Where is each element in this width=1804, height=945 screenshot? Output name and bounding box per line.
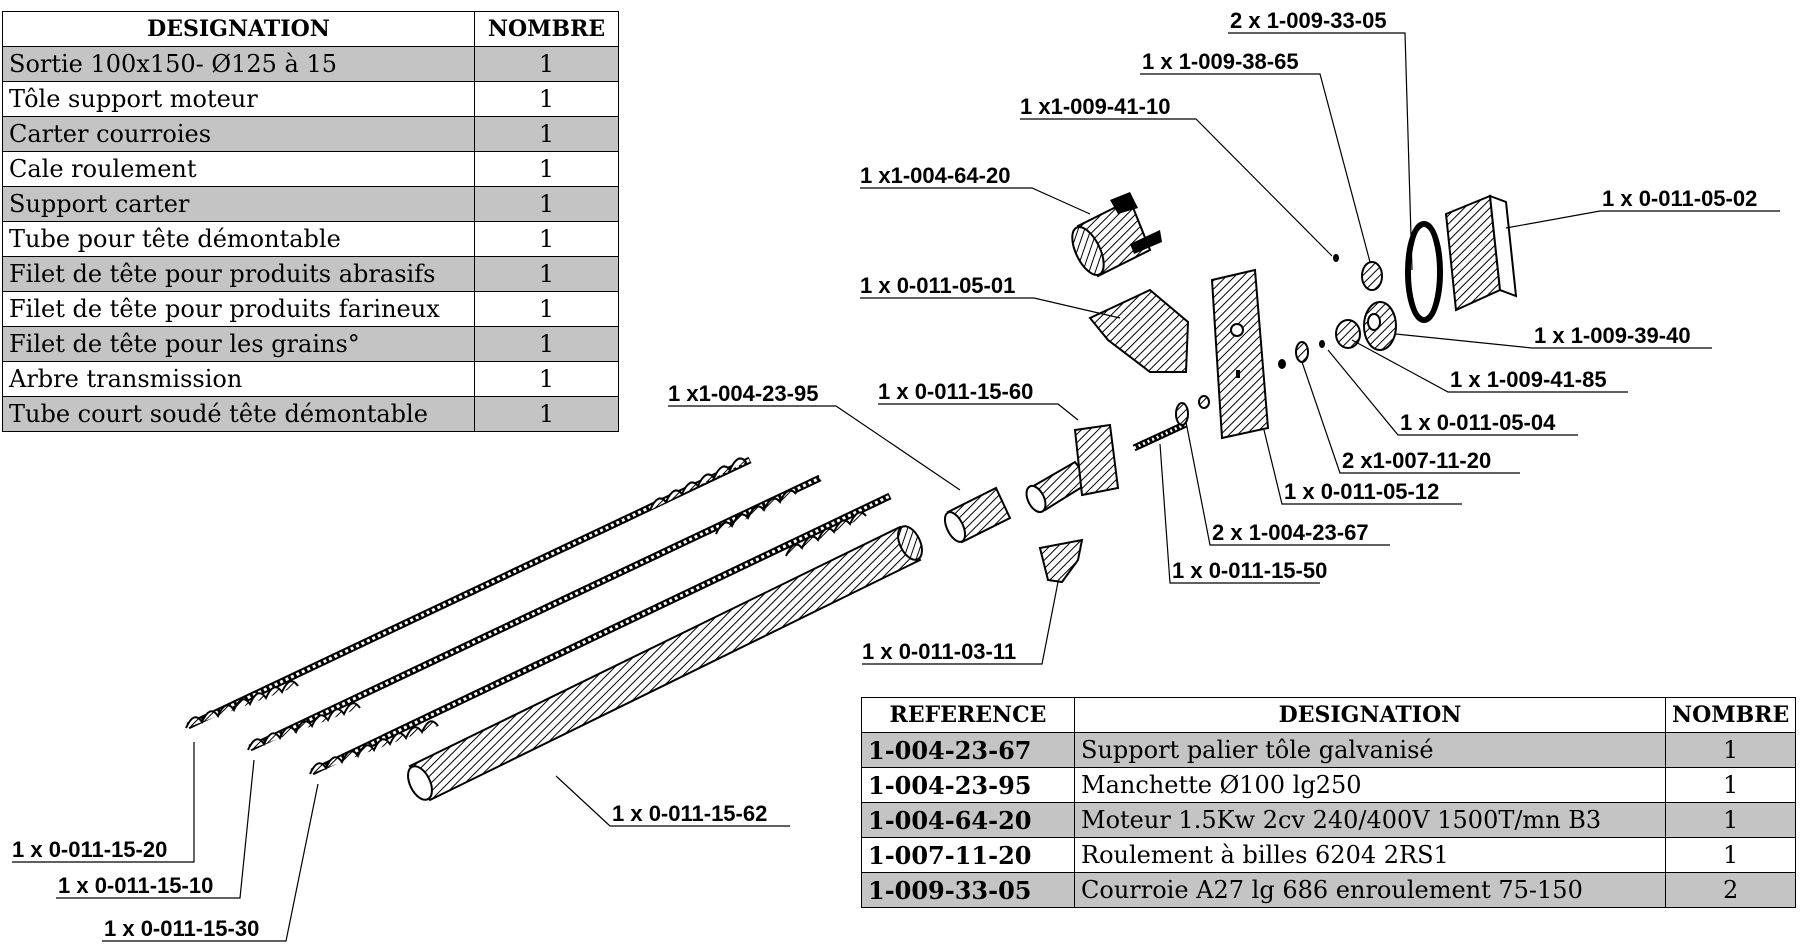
row-count: 1 <box>474 116 619 152</box>
row-designation: Arbre transmission <box>2 361 475 397</box>
callout-screw-1: 1 x 0-011-15-20 <box>12 837 167 862</box>
header-designation: DESIGNATION <box>1074 697 1666 733</box>
callout-screw-2: 1 x 0-011-15-10 <box>58 873 213 898</box>
header-reference: REFERENCE <box>861 697 1075 733</box>
outlet-part <box>1025 423 1120 514</box>
row-reference: 1-007-11-20 <box>861 837 1075 873</box>
leader-lines <box>12 32 1780 942</box>
row-designation: Support carter <box>2 186 475 222</box>
callout-shaft: 1 x 0-011-15-50 <box>1172 558 1327 583</box>
row-designation: Tube pour tête démontable <box>2 221 475 257</box>
row-designation: Support palier tôle galvanisé <box>1074 732 1666 768</box>
row-reference: 1-004-23-67 <box>861 732 1075 768</box>
callout-long-tube: 1 x 0-011-15-62 <box>612 801 767 826</box>
callout-motor: 1 x1-004-64-20 <box>860 163 1010 188</box>
row-count: 1 <box>474 221 619 257</box>
row-designation: Filet de tête pour produits abrasifs <box>2 256 475 292</box>
pulleys <box>1333 254 1397 351</box>
screw-conveyor-1 <box>185 456 752 730</box>
row-designation: Sortie 100x150- Ø125 à 15 <box>2 46 475 82</box>
callout-bearing-supports: 2 x 1-004-23-67 <box>1212 520 1369 545</box>
long-tube <box>407 525 923 802</box>
callout-bracket: 1 x 0-011-05-01 <box>860 273 1015 298</box>
row-reference: 1-004-23-95 <box>861 767 1075 803</box>
motor-plate <box>1210 268 1270 440</box>
callout-sleeve: 1 x1-004-23-95 <box>668 381 818 406</box>
belt-guard <box>1444 194 1518 312</box>
screw-conveyor-2 <box>247 474 822 752</box>
parts-table: DESIGNATION NOMBRE Sortie 100x150- Ø125 … <box>2 11 619 432</box>
callout-pulley-small: 1 x 1-009-38-65 <box>1142 49 1299 74</box>
washers <box>1175 340 1325 426</box>
header-count: NOMBRE <box>474 11 619 47</box>
row-count: 1 <box>474 81 619 117</box>
reference-table-header: REFERENCE DESIGNATION NOMBRE <box>861 697 1797 733</box>
row-count: 1 <box>474 186 619 222</box>
callout-belt: 2 x 1-009-33-05 <box>1230 8 1387 33</box>
row-count: 1 <box>1664 802 1797 838</box>
row-count: 1 <box>1664 837 1797 873</box>
row-designation: Carter courroies <box>2 116 475 152</box>
screw-conveyor-3 <box>309 492 892 776</box>
header-count: NOMBRE <box>1664 697 1797 733</box>
callout-bearings: 2 x1-007-11-20 <box>1342 448 1491 473</box>
callout-cone-part: 1 x 0-011-03-11 <box>862 639 1016 664</box>
row-designation: Cale roulement <box>2 151 475 187</box>
row-count: 1 <box>474 326 619 362</box>
row-designation: Courroie A27 lg 686 enroulement 75-150 <box>1074 872 1666 908</box>
motor <box>1071 192 1162 278</box>
row-reference: 1-009-33-05 <box>861 872 1075 908</box>
header-designation: DESIGNATION <box>2 11 475 47</box>
row-designation: Tube court soudé tête démontable <box>2 396 475 432</box>
callout-bearing-shim: 1 x 0-011-05-04 <box>1400 410 1556 435</box>
row-designation: Filet de tête pour les grains° <box>2 326 475 362</box>
row-designation: Manchette Ø100 lg250 <box>1074 767 1666 803</box>
carter-support-bracket <box>1088 288 1190 373</box>
sleeve <box>943 486 1012 544</box>
row-count: 1 <box>474 256 619 292</box>
row-reference: 1-004-64-20 <box>861 802 1075 838</box>
row-designation: Moteur 1.5Kw 2cv 240/400V 1500T/mn B3 <box>1074 802 1666 838</box>
small-cone-part <box>1038 538 1084 584</box>
callout-screw-3: 1 x 0-011-15-30 <box>104 916 259 941</box>
row-count: 2 <box>1664 872 1797 908</box>
row-count: 1 <box>1664 732 1797 768</box>
row-designation: Tôle support moteur <box>2 81 475 117</box>
callout-outlet: 1 x 0-011-15-60 <box>878 379 1033 404</box>
row-count: 1 <box>1664 767 1797 803</box>
row-designation: Roulement à billes 6204 2RS1 <box>1074 837 1666 873</box>
reference-table: REFERENCE DESIGNATION NOMBRE 1-004-23-67… <box>861 697 1797 908</box>
belt <box>1405 221 1443 323</box>
parts-table-header: DESIGNATION NOMBRE <box>2 11 619 47</box>
table-row: Filet de tête pour les grains°1 <box>2 326 619 362</box>
callout-belt-guard: 1 x 0-011-05-02 <box>1602 186 1757 211</box>
callout-key: 1 x1-009-41-10 <box>1020 94 1170 119</box>
callout-motor-plate: 1 x 0-011-05-12 <box>1284 479 1439 504</box>
transmission-shaft <box>1132 420 1188 452</box>
callout-pulley-large: 1 x 1-009-39-40 <box>1534 323 1691 348</box>
row-count: 1 <box>474 396 619 432</box>
callout-hub: 1 x 1-009-41-85 <box>1450 367 1607 392</box>
row-count: 1 <box>474 151 619 187</box>
